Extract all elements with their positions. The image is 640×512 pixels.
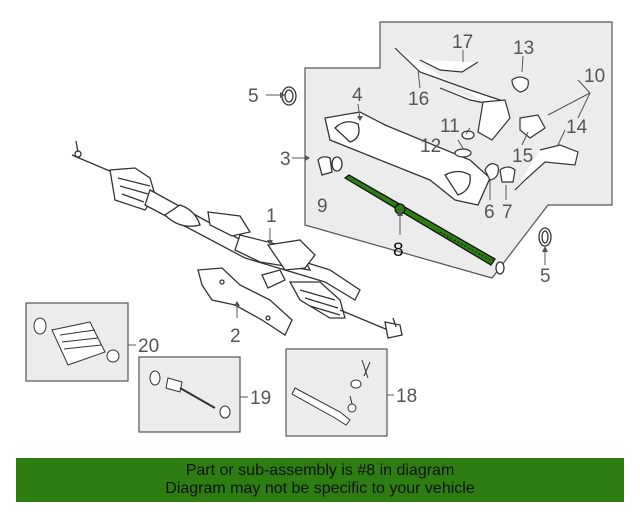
inset-outer-tie-rod xyxy=(285,348,388,437)
callout-arrows xyxy=(234,92,548,306)
callout-18: 18 xyxy=(396,386,417,407)
callout-4: 4 xyxy=(352,85,363,106)
highlighted-rack-shaft xyxy=(343,174,496,266)
leader-lines xyxy=(128,50,591,398)
callout-9: 9 xyxy=(317,196,328,217)
callout-2: 2 xyxy=(230,326,241,347)
banner-line-part-number: Part or sub-assembly is #8 in diagram xyxy=(185,462,455,479)
callout-10: 10 xyxy=(584,66,605,87)
callout-5-right: 5 xyxy=(540,266,551,287)
callout-5-top: 5 xyxy=(248,86,259,107)
callout-19: 19 xyxy=(250,388,271,409)
callout-13: 13 xyxy=(513,38,534,59)
callout-7: 7 xyxy=(502,202,513,223)
callout-15: 15 xyxy=(512,146,533,167)
callout-6: 6 xyxy=(484,202,495,223)
callout-3: 3 xyxy=(280,149,291,170)
valve-and-lines-cluster xyxy=(394,47,579,191)
part-info-banner: Part or sub-assembly is #8 in diagram Di… xyxy=(16,458,624,502)
callout-8: 8 xyxy=(393,240,404,261)
callout-14: 14 xyxy=(566,117,588,138)
parts-diagram: 1 2 3 4 5 5 6 7 8 9 10 11 12 13 14 15 16… xyxy=(25,21,613,437)
inset-boot-kit xyxy=(25,302,129,382)
callout-20: 20 xyxy=(138,336,159,357)
inset-inner-tie-rod xyxy=(138,356,241,433)
banner-line-disclaimer: Diagram may not be specific to your vehi… xyxy=(165,480,475,497)
callout-16: 16 xyxy=(408,89,429,110)
seals-and-rings xyxy=(281,86,552,275)
steering-gear-assembly xyxy=(71,140,403,339)
callout-labels: 1 2 3 4 5 5 6 7 8 9 10 11 12 13 14 15 16… xyxy=(138,32,605,409)
callout-11: 11 xyxy=(440,116,460,137)
callout-17: 17 xyxy=(452,32,473,53)
rack-housing xyxy=(324,111,491,206)
callout-1: 1 xyxy=(266,206,277,227)
callout-12: 12 xyxy=(420,136,441,157)
